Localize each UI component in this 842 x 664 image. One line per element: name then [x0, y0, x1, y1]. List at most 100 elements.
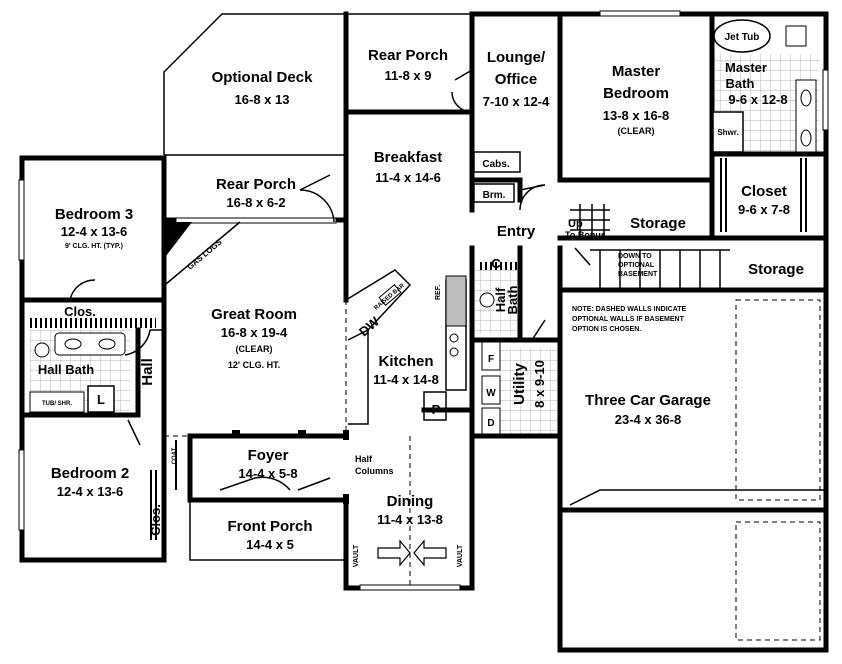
dw-label: DW — [356, 313, 383, 339]
shower — [712, 111, 744, 153]
window — [599, 10, 681, 17]
closet-name: Closet — [741, 183, 787, 200]
half-columns-1: Half — [355, 454, 373, 464]
half-bath-name-2: Bath — [505, 285, 520, 314]
gas-logs-label: GAS LOGS — [186, 237, 225, 271]
tub-shr-label: TUB/ SHR. — [42, 401, 72, 407]
bedroom3-name: Bedroom 3 — [55, 206, 133, 223]
cabinets — [473, 151, 521, 173]
tub-shower — [29, 391, 85, 413]
garage-optional-bay-bottom — [735, 521, 821, 641]
lounge-name-2: Office — [495, 71, 538, 88]
sink-icon — [98, 338, 116, 350]
doors — [69, 69, 591, 491]
front-porch-outline — [189, 500, 346, 561]
deck-name: Optional Deck — [212, 69, 314, 86]
sink-icon — [378, 284, 402, 306]
interior-walls — [19, 11, 829, 563]
window — [822, 69, 829, 131]
half-bath-c: C — [491, 256, 501, 271]
half-columns-2: Columns — [355, 466, 394, 476]
utility-tile — [500, 348, 560, 434]
utility-name: Utility — [511, 363, 528, 405]
great-room-note-2: 12' CLG. HT. — [228, 360, 280, 370]
toilet-icon — [479, 292, 495, 308]
front-porch-dim: 14-4 x 5 — [246, 537, 294, 552]
entry-label: Entry — [497, 223, 536, 240]
utility-f: F — [488, 354, 494, 365]
rear-porch-top-dim: 11-8 x 9 — [385, 68, 432, 83]
master-note: (CLEAR) — [618, 126, 655, 136]
ref-label: REF. — [435, 285, 442, 300]
window — [18, 179, 25, 261]
rear-porch-top-name: Rear Porch — [368, 47, 448, 64]
master-dim: 13-8 x 16-8 — [603, 108, 670, 123]
pantry — [423, 391, 447, 421]
column — [232, 430, 240, 438]
bedroom2-dim: 12-4 x 13-6 — [57, 484, 124, 499]
rear-porch-mid-dim: 16-8 x 6-2 — [226, 195, 285, 210]
kitchen-name: Kitchen — [378, 353, 433, 370]
master-name-2: Bedroom — [603, 85, 669, 102]
window — [18, 449, 25, 531]
dining-dim: 11-4 x 13-8 — [377, 512, 443, 527]
half-column — [343, 430, 349, 440]
sink-icon — [64, 338, 82, 350]
garage-optional-bay-top — [735, 299, 821, 501]
washer — [481, 375, 501, 405]
fridge — [445, 275, 467, 327]
window — [359, 584, 461, 591]
toilet-icon — [785, 25, 807, 47]
garage-dim: 23-4 x 36-8 — [615, 412, 682, 427]
bedroom2-name: Bedroom 2 — [51, 465, 129, 482]
utility-dim: 8 x 9-10 — [532, 360, 547, 408]
utility-d: D — [487, 418, 494, 429]
master-bath-name-2: Bath — [726, 76, 755, 91]
breakfast-dim: 11-4 x 14-6 — [375, 170, 441, 185]
dryer — [481, 407, 501, 435]
hall-label: Hall — [139, 358, 156, 386]
hall-bath-label: Hall Bath — [38, 362, 94, 377]
dining-name: Dining — [387, 493, 434, 510]
sink-icon — [800, 89, 812, 107]
foyer-name: Foyer — [248, 447, 289, 464]
down-basement-1: DOWN TO — [618, 253, 652, 260]
stairs-down — [590, 249, 730, 288]
clos-bottom-label: Clos. — [148, 504, 163, 536]
down-basement-3: BASEMENT — [618, 271, 658, 278]
half-bath-name-1: Half — [493, 287, 508, 312]
cooktop — [449, 347, 459, 357]
coat-closet-rod — [172, 440, 180, 490]
gas-logs-wall — [165, 221, 241, 285]
garage-door-line — [569, 489, 826, 506]
master-bath-name-1: Master — [725, 60, 767, 75]
pantry-label: P — [432, 402, 441, 417]
sink-icon — [800, 129, 812, 147]
optional-deck-outline — [163, 13, 472, 155]
garage-note-2: OPTIONAL WALLS IF BASEMENT — [572, 316, 685, 323]
to-bonus-label: To Bonus — [565, 230, 606, 240]
down-basement-2: OPTIONAL — [618, 262, 655, 269]
great-room-note-1: (CLEAR) — [236, 344, 273, 354]
linen-label: L — [97, 392, 105, 407]
vault-right: VAULT — [457, 544, 464, 567]
kitchen-counter-left — [347, 328, 369, 425]
toilet-icon — [34, 342, 50, 358]
bedroom2-closet-rod — [148, 470, 158, 540]
dashed-walls — [164, 300, 411, 588]
master-vanity — [795, 79, 817, 153]
kitchen-dim: 11-4 x 14-8 — [373, 372, 439, 387]
vault-left: VAULT — [353, 544, 360, 567]
master-bath-dim: 9-6 x 12-8 — [728, 92, 787, 107]
arrow-left-icon — [413, 539, 447, 567]
front-porch-name: Front Porch — [228, 518, 313, 535]
broom-closet — [473, 183, 515, 203]
up-label: Up — [568, 218, 583, 230]
great-room-name: Great Room — [211, 306, 297, 323]
closet-rod — [797, 158, 807, 232]
column — [298, 430, 306, 438]
bedroom3-note: 9' CLG. HT. (TYP.) — [65, 243, 123, 250]
lounge-name-1: Lounge/ — [487, 49, 546, 66]
half-bath-closet-rod — [478, 262, 518, 270]
lounge-dim: 7-10 x 12-4 — [483, 94, 550, 109]
